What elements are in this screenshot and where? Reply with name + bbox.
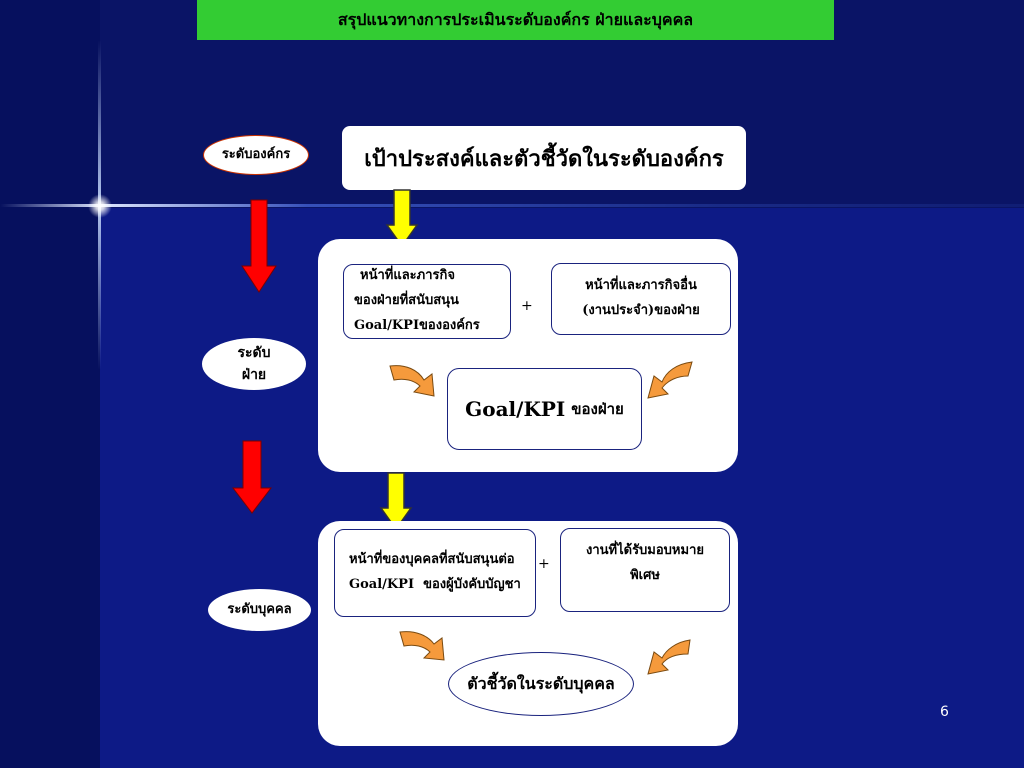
indiv-support-line1: หน้าที่ของบุคคลที่สนับสนุนต่อ — [349, 552, 515, 568]
dept-goal-kpi-en: Goal/KPI — [465, 397, 566, 421]
yellow-down-arrow-2 — [379, 472, 413, 531]
light-flare-horizontal — [0, 204, 1024, 207]
level-label-department-line2: ฝ่าย — [241, 367, 267, 383]
indiv-plus-sign: + — [538, 556, 550, 572]
dept-support-duties-box: หน้าที่และภารกิจ ของฝ่ายที่สนับสนุน Goal… — [343, 264, 511, 339]
light-flare-core — [88, 194, 112, 218]
org-goal-box: เป้าประสงค์และตัวชี้วัดในระดับองค์กร — [342, 126, 746, 190]
curved-arrow-left-dept — [389, 365, 435, 397]
dept-other-line2: (งานประจำ)ของฝ่าย — [582, 303, 700, 318]
curved-arrow-right-dept — [647, 361, 693, 399]
level-label-department-line1: ระดับ — [237, 344, 271, 361]
curved-arrow-right-indiv — [647, 639, 691, 675]
yellow-down-arrow-1 — [385, 189, 419, 248]
red-down-arrow-1 — [241, 199, 277, 293]
indiv-special-line2: พิเศษ — [630, 567, 660, 583]
dept-support-line1: หน้าที่และภารกิจ — [360, 268, 455, 284]
indiv-support-duties-box: หน้าที่ของบุคคลที่สนับสนุนต่อ Goal/KPI ข… — [334, 529, 536, 617]
indiv-support-line2: Goal/KPI ของผู้บังคับบัญชา — [349, 577, 521, 592]
page-number: 6 — [940, 704, 949, 720]
red-down-arrow-2 — [231, 440, 273, 514]
level-label-individual: ระดับบุคคล — [208, 589, 311, 631]
dept-goal-kpi-box: Goal/KPI ของฝ่าย — [447, 368, 642, 450]
dept-support-line2: ของฝ่ายที่สนับสนุน — [354, 293, 459, 309]
indiv-special-line1: งานที่ได้รับมอบหมาย — [585, 543, 704, 558]
level-label-organization: ระดับองค์กร — [203, 135, 309, 175]
slide-title: สรุปแนวทางการประเมินระดับองค์กร ฝ่ายและบ… — [197, 0, 834, 40]
background-left-strip — [0, 0, 100, 768]
dept-support-line3: Goal/KPIขององค์กร — [354, 317, 480, 333]
dept-other-duties-box: หน้าที่และภารกิจอื่น (งานประจำ)ของฝ่าย — [551, 263, 731, 335]
curved-arrow-left-indiv — [399, 631, 445, 661]
dept-goal-kpi-th: ของฝ่าย — [571, 400, 624, 418]
level-label-department: ระดับ ฝ่าย — [202, 338, 306, 390]
indiv-special-tasks-box: งานที่ได้รับมอบหมาย พิเศษ — [560, 528, 730, 612]
dept-other-line1: หน้าที่และภารกิจอื่น — [585, 278, 697, 294]
dept-plus-sign: + — [521, 298, 533, 314]
individual-indicators-ellipse: ตัวชี้วัดในระดับบุคคล — [448, 652, 634, 716]
